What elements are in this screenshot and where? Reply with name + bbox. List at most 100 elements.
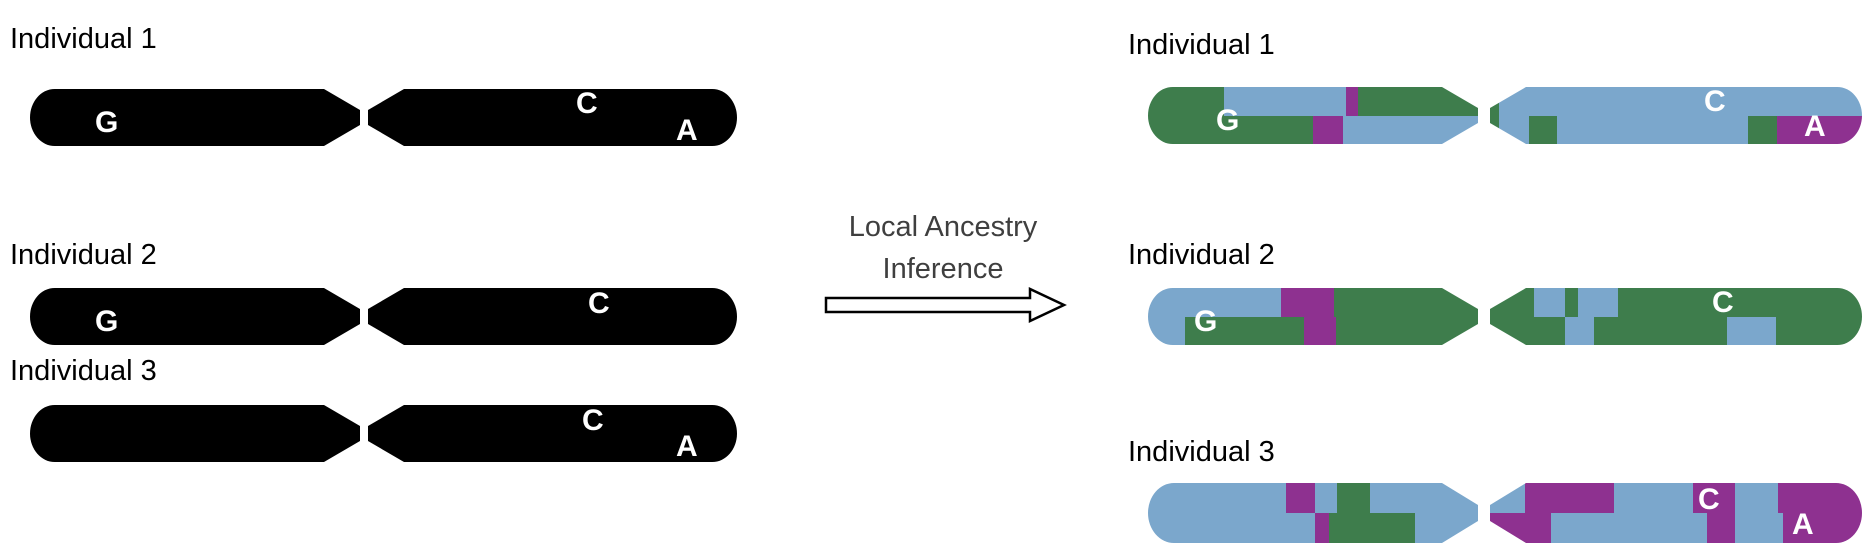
- ancestry-segment: [30, 316, 360, 345]
- ancestry-track-top: [1148, 288, 1478, 317]
- ancestry-segment: [1148, 316, 1185, 345]
- ancestry-segment: [1148, 115, 1313, 144]
- ancestry-track-top: [1148, 483, 1478, 513]
- process-label: Local Ancestry Inference: [808, 206, 1078, 290]
- ancestry-segment: [1693, 483, 1736, 513]
- individual-label: Individual 2: [1128, 239, 1275, 271]
- chromosome-arm-p: [1148, 483, 1478, 543]
- ancestry-segment: [1748, 115, 1778, 144]
- allele-letter: A: [1804, 110, 1826, 143]
- ancestry-track-top: [30, 405, 360, 434]
- arrow-right-icon: [824, 287, 1067, 323]
- ancestry-track-bottom: [1490, 316, 1862, 345]
- chromosome-arm-p: [30, 288, 360, 345]
- allele-letter: G: [95, 305, 119, 338]
- chromosome-arm-p: [1148, 288, 1478, 345]
- ancestry-segment: [1776, 316, 1862, 345]
- allele-letter: C: [582, 404, 604, 437]
- chromosome-arm-q: [368, 405, 737, 462]
- ancestry-segment: [1726, 316, 1777, 345]
- ancestry-track-bottom: [1490, 115, 1862, 144]
- ancestry-track-top: [368, 288, 737, 317]
- allele-letter: C: [1712, 286, 1734, 319]
- ancestry-segment: [1594, 316, 1727, 345]
- ancestry-segment: [30, 288, 360, 317]
- ancestry-track-bottom: [1148, 115, 1478, 144]
- ancestry-segment: [1735, 483, 1778, 513]
- ancestry-segment: [1184, 316, 1305, 345]
- ancestry-segment: [1617, 288, 1862, 317]
- allele-letter: A: [1792, 508, 1814, 541]
- ancestry-segment: [1777, 115, 1862, 144]
- ancestry-segment: [368, 117, 737, 146]
- ancestry-segment: [1556, 115, 1749, 144]
- ancestry-track-bottom: [1148, 513, 1478, 543]
- ancestry-segment: [368, 433, 737, 462]
- ancestry-segment: [1304, 316, 1337, 345]
- ancestry-segment: [30, 433, 360, 462]
- chromosome: [1148, 288, 1862, 345]
- chromosome-arm-q: [1490, 87, 1862, 144]
- ancestry-segment: [1223, 87, 1346, 116]
- individual-label: Individual 3: [10, 355, 157, 387]
- ancestry-segment: [1148, 483, 1286, 513]
- ancestry-track-top: [368, 405, 737, 434]
- ancestry-segment: [1280, 288, 1335, 317]
- allele-letter: A: [676, 114, 698, 147]
- ancestry-segment: [1551, 513, 1707, 543]
- chromosome-arm-q: [1490, 288, 1862, 345]
- ancestry-segment: [1285, 483, 1315, 513]
- ancestry-track-bottom: [30, 316, 360, 345]
- ancestry-segment: [1777, 483, 1862, 513]
- individual-label: Individual 1: [1128, 29, 1275, 61]
- allele-letter: C: [588, 287, 610, 320]
- ancestry-segment: [1565, 316, 1595, 345]
- ancestry-segment: [1706, 513, 1736, 543]
- chromosome-arm-q: [1490, 483, 1862, 543]
- ancestry-segment: [1565, 288, 1579, 317]
- ancestry-track-bottom: [30, 117, 360, 146]
- ancestry-segment: [1529, 115, 1557, 144]
- ancestry-segment: [368, 405, 737, 434]
- allele-letter: G: [95, 106, 119, 139]
- ancestry-segment: [1148, 288, 1281, 317]
- ancestry-segment: [1148, 513, 1315, 543]
- process-label-line1: Local Ancestry: [848, 211, 1038, 243]
- process-label-line2: Inference: [882, 253, 1004, 285]
- ancestry-track-top: [30, 288, 360, 317]
- ancestry-segment: [1345, 87, 1358, 116]
- chromosome-arm-q: [368, 288, 737, 345]
- chromosome: [30, 405, 737, 462]
- individual-label: Individual 2: [10, 239, 157, 271]
- individual-label: Individual 1: [10, 23, 157, 55]
- chromosome: [1148, 483, 1862, 543]
- ancestry-segment: [368, 316, 737, 345]
- ancestry-segment: [368, 288, 737, 317]
- ancestry-segment: [1735, 513, 1784, 543]
- allele-letter: C: [1704, 85, 1726, 118]
- ancestry-track-bottom: [30, 433, 360, 462]
- individual-label: Individual 3: [1128, 436, 1275, 468]
- ancestry-segment: [1337, 483, 1371, 513]
- ancestry-track-top: [1148, 87, 1478, 116]
- ancestry-segment: [1328, 513, 1415, 543]
- allele-letter: C: [1698, 483, 1720, 516]
- ancestry-track-top: [368, 89, 737, 118]
- ancestry-track-top: [30, 89, 360, 118]
- ancestry-segment: [1148, 87, 1224, 116]
- ancestry-track-top: [1490, 288, 1862, 317]
- ancestry-segment: [1578, 288, 1618, 317]
- ancestry-track-top: [1490, 483, 1862, 513]
- allele-letter: A: [676, 430, 698, 463]
- ancestry-track-bottom: [1148, 316, 1478, 345]
- ancestry-segment: [1314, 483, 1338, 513]
- ancestry-track-bottom: [368, 433, 737, 462]
- ancestry-track-bottom: [368, 316, 737, 345]
- chromosome: [30, 89, 737, 146]
- ancestry-track-bottom: [368, 117, 737, 146]
- chromosome-arm-p: [30, 89, 360, 146]
- ancestry-segment: [30, 89, 360, 118]
- chromosome: [30, 288, 737, 345]
- ancestry-segment: [1533, 288, 1566, 317]
